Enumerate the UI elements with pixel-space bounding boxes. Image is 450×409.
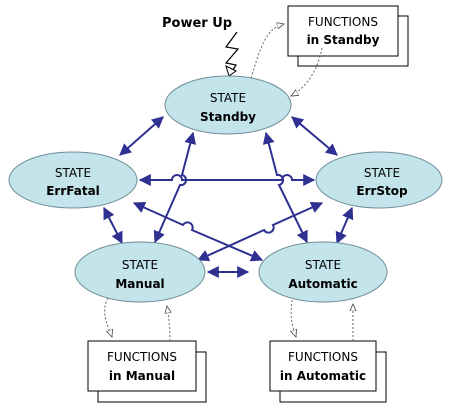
transition-standby-manual bbox=[153, 131, 197, 244]
transition-errfatal-errstop bbox=[138, 174, 316, 186]
functions-to-standby-link bbox=[291, 47, 323, 96]
manual-to-functions-link bbox=[104, 297, 112, 337]
state-manual-kind: STATE bbox=[122, 258, 158, 272]
power-up-arrowhead-icon bbox=[225, 65, 237, 77]
functions-standby-line2: in Standby bbox=[307, 33, 380, 47]
transition-standby-errstop bbox=[291, 116, 338, 156]
state-automatic-kind: STATE bbox=[305, 258, 341, 272]
state-errfatal-name: ErrFatal bbox=[46, 184, 100, 198]
state-errstop: STATE ErrStop bbox=[315, 151, 443, 209]
functions-automatic-line2: in Automatic bbox=[280, 369, 366, 383]
standby-to-functions-link bbox=[249, 24, 284, 83]
state-errfatal: STATE ErrFatal bbox=[8, 151, 138, 209]
transition-standby-errfatal bbox=[119, 116, 164, 156]
functions-automatic-line1: FUNCTIONS bbox=[288, 350, 358, 364]
state-manual-name: Manual bbox=[115, 277, 164, 291]
state-errstop-kind: STATE bbox=[364, 166, 400, 180]
state-automatic-name: Automatic bbox=[288, 277, 357, 291]
transition-errstop-manual bbox=[196, 201, 324, 261]
functions-standby-block: FUNCTIONS in Standby bbox=[287, 5, 409, 67]
power-up-lightning-icon bbox=[224, 31, 240, 74]
state-errfatal-kind: STATE bbox=[55, 166, 91, 180]
state-standby-name: Standby bbox=[200, 110, 256, 124]
state-standby-kind: STATE bbox=[210, 91, 246, 105]
functions-manual-block: FUNCTIONS in Manual bbox=[87, 340, 207, 403]
state-errstop-name: ErrStop bbox=[356, 184, 408, 198]
functions-manual-line1: FUNCTIONS bbox=[107, 350, 177, 364]
automatic-to-functions-link bbox=[291, 295, 296, 337]
state-automatic: STATE Automatic bbox=[258, 241, 388, 303]
functions-automatic-block: FUNCTIONS in Automatic bbox=[269, 340, 387, 403]
transition-errfatal-automatic bbox=[132, 201, 264, 262]
power-up-label: Power Up bbox=[162, 16, 232, 31]
transition-errstop-automatic bbox=[335, 206, 354, 245]
transition-errfatal-manual bbox=[103, 206, 123, 245]
transition-standby-automatic bbox=[262, 131, 308, 244]
state-standby: STATE Standby bbox=[164, 75, 292, 135]
state-manual: STATE Manual bbox=[74, 241, 206, 303]
functions-to-manual-link bbox=[167, 306, 170, 342]
functions-standby-line1: FUNCTIONS bbox=[308, 15, 378, 29]
functions-manual-line2: in Manual bbox=[109, 369, 175, 383]
